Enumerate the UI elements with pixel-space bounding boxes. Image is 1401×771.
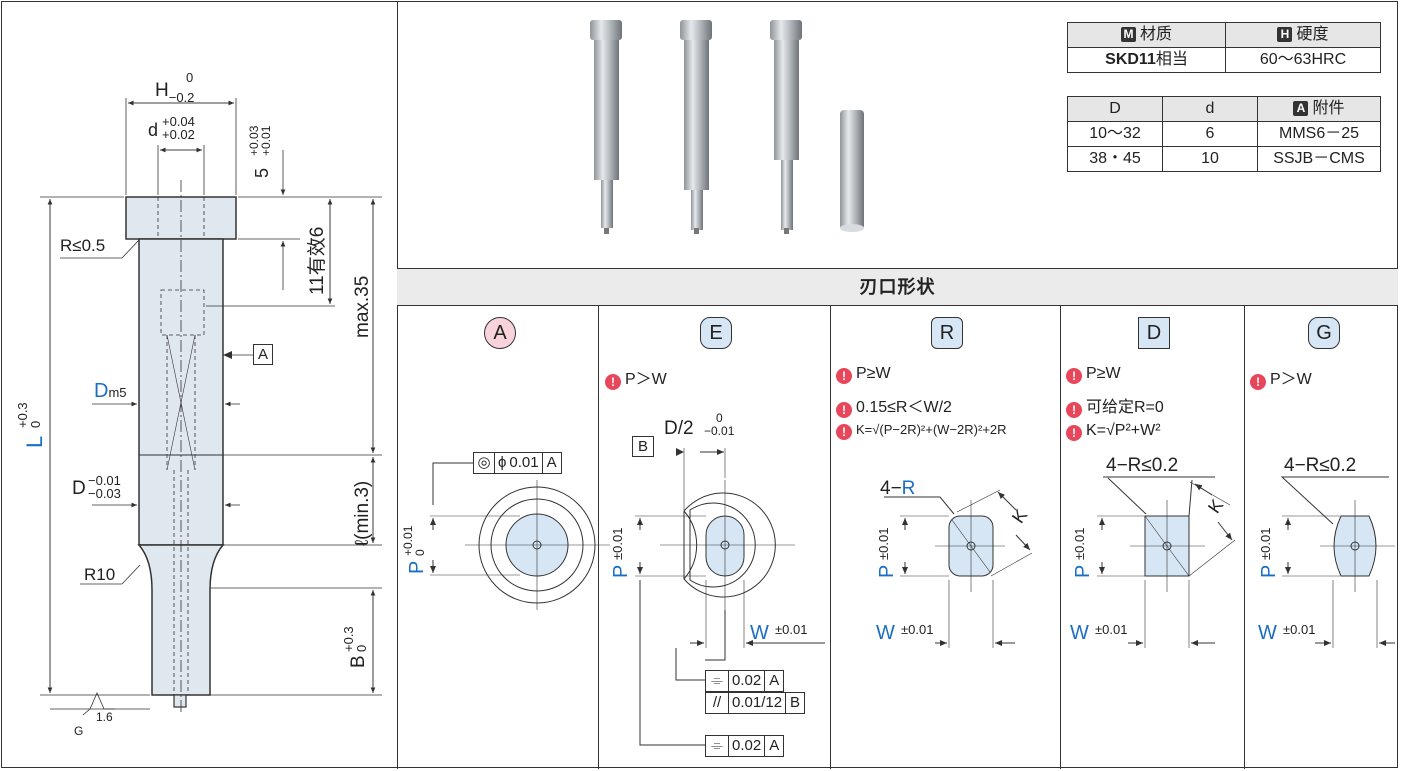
info-icon: ! (1066, 402, 1082, 418)
info-icon: ! (1066, 425, 1082, 441)
dim-D2: D/2 (664, 418, 694, 439)
datum-a-box: A (253, 344, 273, 365)
roughness-g: G (74, 724, 84, 738)
info-icon: ! (1250, 374, 1266, 390)
dim-P-D: P (1072, 564, 1094, 578)
dim-W-D: W (1070, 622, 1089, 644)
dim-W-E: W (750, 622, 769, 644)
dim-D-m5: Dm5 (94, 380, 127, 402)
dim-W-G-tol: ±0.01 (1283, 622, 1316, 637)
col-d: d (1162, 96, 1258, 122)
dim-D-lower: D (72, 478, 86, 499)
accessory-icon: A (1293, 101, 1309, 116)
divider-shape-4 (1244, 306, 1245, 769)
dim-W-G: W (1258, 622, 1277, 644)
note-E-1: !P＞W (605, 365, 667, 390)
note-R-2: !0.15≤R＜W/2 (836, 393, 952, 418)
note-D-2: !可给定R=0 (1066, 393, 1164, 418)
product-photo (590, 20, 864, 234)
table-row: 38・45 10 SSJB－CMS (1067, 146, 1381, 172)
cell-D: 38・45 (1067, 146, 1163, 172)
dim-W-E-tol: ±0.01 (775, 622, 808, 637)
punch-photo-3 (770, 20, 802, 234)
dim-P-G: P (1258, 564, 1280, 578)
info-icon: ! (836, 368, 852, 384)
dim-P-R: P (876, 564, 898, 578)
table-row: 10～32 6 MMS6－25 (1067, 121, 1381, 147)
punch-drawing (40, 98, 382, 716)
dim-d-tol: +0.04+0.02 (162, 114, 195, 142)
label-r4-G: 4−R≤0.2 (1284, 455, 1357, 476)
datum-b-box: B (632, 436, 654, 457)
dim-D2-tol: 0−0.01 (704, 411, 735, 438)
divider-shape-3 (1060, 306, 1061, 769)
concentricity-icon: ◎ (474, 453, 495, 473)
label-r05: R≤0.5 (60, 236, 106, 255)
dim-P-R-tol: ±0.01 (876, 527, 891, 560)
divider-shape-2 (830, 306, 831, 769)
dim-W-D-tol: ±0.01 (1095, 622, 1128, 637)
note-D-3: !K=√P²+W² (1066, 422, 1161, 441)
hardness-value: 60～63HRC (1225, 47, 1381, 73)
shape-label-G: G (1308, 317, 1340, 349)
punch-photo-2 (680, 20, 712, 234)
info-icon: ! (1066, 368, 1082, 384)
cell-acc: SSJB－CMS (1257, 146, 1381, 172)
shape-label-R: R (931, 317, 963, 349)
tip-shape-banner: 刃口形状 (397, 268, 1398, 306)
dim-H: H−0.2 (155, 80, 195, 105)
label-r4-R: 4−R (880, 478, 916, 499)
cell-d: 10 (1162, 146, 1258, 172)
cell-acc: MMS6－25 (1257, 121, 1381, 147)
info-icon: ! (836, 424, 852, 440)
dim-P-E: P (610, 564, 632, 578)
dim-P-A: P (406, 560, 428, 574)
punch-photo-1 (590, 20, 622, 234)
info-icon: ! (605, 374, 621, 390)
note-R-1: !P≥W (836, 365, 891, 384)
roughness-value: 1.6 (96, 710, 113, 724)
label-r4-D: 4−R≤0.2 (1106, 455, 1179, 476)
note-D-1: !P≥W (1066, 365, 1121, 384)
material-icon: M (1120, 27, 1136, 42)
dim-P-D-tol: ±0.01 (1072, 527, 1087, 560)
dim-P-G-tol: ±0.01 (1258, 527, 1273, 560)
shape-label-D: D (1138, 317, 1170, 349)
hardness-icon: H (1277, 27, 1293, 42)
key-photo (840, 110, 864, 232)
dim-W-R-tol: ±0.01 (901, 622, 934, 637)
note-R-3: !K=√(P−2R)²+(W−2R)²+2R (836, 422, 1007, 440)
dim-H-tol-top: 0 (186, 70, 194, 85)
material-value: SKD11相当 (1067, 47, 1226, 73)
symmetry-icon: ⌯ (706, 736, 729, 756)
shape-label-A: A (484, 317, 516, 349)
shape-label-E: E (700, 317, 732, 349)
info-icon: ! (836, 402, 852, 418)
symmetry-icon: ⌯ (706, 671, 729, 691)
dim-P-E-tol: ±0.01 (610, 527, 625, 560)
label-r10: R10 (84, 565, 116, 584)
dim-d: d (148, 120, 159, 140)
note-G-1: !P＞W (1250, 365, 1312, 390)
parallelism-icon: // (706, 693, 729, 713)
divider-left (397, 2, 398, 769)
dim-D-lower-tol: −0.01−0.03 (88, 473, 121, 501)
dim-W-R: W (876, 622, 895, 644)
divider-shape-1 (598, 306, 599, 769)
